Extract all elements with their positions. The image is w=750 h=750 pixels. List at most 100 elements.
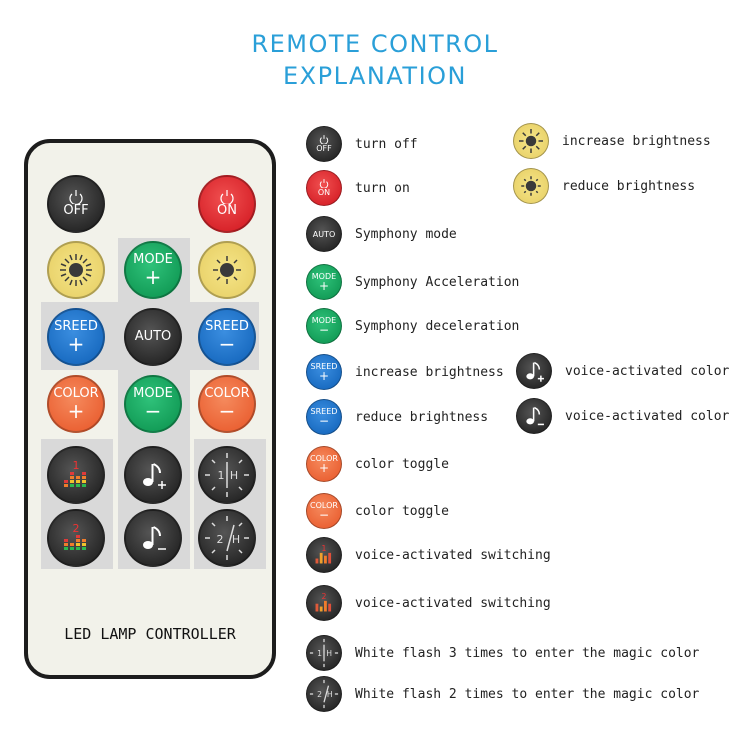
clock-2h-button[interactable]: 2 H (198, 509, 256, 567)
music-plus-icon (516, 353, 552, 389)
music-note-plus-glyph (526, 361, 544, 382)
legend-item-on: ON turn on (306, 170, 410, 206)
legend-item-clock-1h: 1 H White flash 3 times to enter the mag… (306, 635, 699, 671)
legend-label: reduce brightness (562, 178, 696, 194)
legend-item-color-minus: COLOR − color toggle (306, 493, 449, 529)
mode-minus-button[interactable]: MODE − (124, 375, 182, 433)
clock-1h-icon: 1 H (306, 635, 342, 671)
on-label: ON (217, 203, 237, 218)
mode-label: MODE (311, 272, 337, 281)
sun-dim-icon (213, 256, 241, 284)
music-note-minus-glyph (526, 406, 544, 426)
legend-label: reduce brightness (355, 409, 489, 425)
clock-number: 2 (317, 690, 322, 699)
equalizer-2-glyph: 2 (315, 592, 332, 612)
legend-item-equalizer-2: 2 voice-activated switching (306, 585, 551, 621)
clock-number: 1 (218, 469, 225, 482)
clock-hour-letter: H (230, 469, 238, 482)
sun-bright-icon (60, 254, 92, 286)
music-note-plus-icon (143, 463, 166, 489)
color-plus-button[interactable]: COLOR + (47, 375, 105, 433)
legend-item-clock-2h: 2 H White flash 2 times to enter the mag… (306, 676, 699, 712)
equalizer-1-icon: 1 (64, 459, 86, 487)
mode-label: MODE (311, 316, 337, 325)
legend-item-music-plus: voice-activated color (516, 353, 729, 389)
mode-minus-button-icon: MODE − (306, 308, 342, 344)
color-minus-button[interactable]: COLOR − (198, 375, 256, 433)
music-plus-button[interactable] (124, 446, 182, 504)
equalizer-2-button[interactable]: 2 (47, 509, 105, 567)
on-label: ON (317, 188, 331, 197)
color-label: COLOR (204, 386, 250, 401)
equalizer-number: 1 (322, 544, 327, 553)
off-button[interactable]: OFF (47, 175, 105, 233)
auto-button-icon: AUTO (306, 216, 342, 252)
mode-plus-button[interactable]: MODE + (124, 241, 182, 299)
off-button-icon: OFF (306, 126, 342, 162)
speed-minus-button-icon: SREED − (306, 399, 342, 435)
speed-plus-button[interactable]: SREED + (47, 308, 105, 366)
legend-label: voice-activated color (565, 408, 730, 424)
brightness-up-icon (513, 123, 549, 159)
equalizer-1-button[interactable]: 1 (47, 446, 105, 504)
plus-sign: + (67, 332, 85, 356)
music-note-minus-icon (143, 526, 166, 550)
sun-bright-glyph (519, 129, 543, 153)
clock-1h-icon: 1 H (205, 453, 249, 497)
plus-sign: + (144, 265, 162, 289)
auto-button[interactable]: AUTO (124, 308, 182, 366)
color-label: COLOR (310, 501, 338, 510)
legend-label: Symphony mode (355, 226, 457, 242)
legend-item-mode-plus: MODE + Symphony Acceleration (306, 264, 519, 300)
clock-hour-letter: H (232, 533, 240, 546)
clock-1h-glyph: 1 H (309, 638, 339, 668)
legend-label: increase brightness (562, 133, 711, 149)
legend-label: White flash 3 times to enter the magic c… (355, 645, 700, 661)
legend-item-brightness-down: reduce brightness (513, 168, 695, 204)
speed-label: SREED (310, 362, 338, 371)
equalizer-number: 2 (73, 522, 80, 535)
clock-2h-icon: 2 H (306, 676, 342, 712)
auto-label: AUTO (134, 329, 172, 344)
mode-plus-button-icon: MODE + (306, 264, 342, 300)
clock-number: 2 (217, 533, 224, 546)
legend-label: increase brightness (355, 364, 504, 380)
speed-plus-button-icon: SREED + (306, 354, 342, 390)
legend-item-music-minus: voice-activated color (516, 398, 729, 434)
clock-1h-button[interactable]: 1 H (198, 446, 256, 504)
legend-item-auto: AUTO Symphony mode (306, 216, 457, 252)
page-title-line2: EXPLANATION (282, 62, 467, 90)
legend-item-brightness-up: increase brightness (513, 123, 711, 159)
legend-label: Symphony Acceleration (355, 274, 520, 290)
clock-hour-letter: H (326, 649, 332, 658)
remote-footer-label: LED LAMP CONTROLLER (64, 625, 236, 643)
minus-sign: − (318, 414, 330, 428)
minus-sign: − (218, 332, 236, 356)
legend-item-off: OFF turn off (306, 126, 418, 162)
brightness-down-button[interactable] (198, 241, 256, 299)
color-label: COLOR (53, 386, 99, 401)
plus-sign: + (318, 279, 330, 293)
plus-sign: + (318, 369, 330, 383)
on-button[interactable]: ON (198, 175, 256, 233)
speed-minus-button[interactable]: SREED − (198, 308, 256, 366)
brightness-down-icon (513, 168, 549, 204)
legend-label: Symphony deceleration (355, 318, 520, 334)
legend-label: White flash 2 times to enter the magic c… (355, 686, 700, 702)
sun-dim-glyph (521, 176, 541, 196)
minus-sign: − (318, 323, 330, 337)
color-minus-button-icon: COLOR − (306, 493, 342, 529)
music-minus-icon (516, 398, 552, 434)
power-icon (319, 135, 329, 144)
brightness-up-button[interactable] (47, 241, 105, 299)
on-button-icon: ON (306, 170, 342, 206)
legend-item-speed-minus: SREED − reduce brightness (306, 399, 488, 435)
clock-number: 1 (317, 649, 322, 658)
speed-label: SREED (54, 319, 98, 334)
color-label: COLOR (310, 454, 338, 463)
clock-2h-icon: 2 H (205, 516, 249, 560)
music-minus-button[interactable] (124, 509, 182, 567)
color-plus-button-icon: COLOR + (306, 446, 342, 482)
page-title-line1: REMOTE CONTROL (251, 30, 499, 58)
equalizer-number: 2 (322, 592, 327, 601)
